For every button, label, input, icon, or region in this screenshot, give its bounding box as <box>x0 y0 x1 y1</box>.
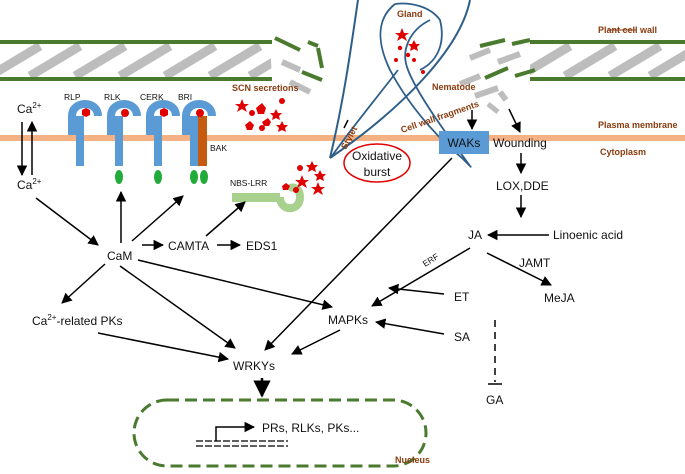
effector-particles <box>282 161 326 195</box>
cam-to-bri-arrow <box>131 195 184 242</box>
ja-label: JA <box>468 228 482 242</box>
waks-label: WAKs <box>448 136 481 150</box>
cam-to-capks-arrow <box>61 263 106 304</box>
gene-dna <box>196 421 288 447</box>
camta-to-nbslrr-arrow <box>205 201 246 237</box>
target-genes-label: PRs, RLKs, PKs... <box>262 421 359 435</box>
scn-secretion-particles <box>235 98 288 132</box>
plant-cell-wall <box>0 36 685 114</box>
et-label: ET <box>454 290 470 304</box>
plasma-membrane <box>0 135 685 141</box>
wounding-label: Wounding <box>493 136 547 150</box>
cam-to-wrkys-arrow <box>119 265 236 349</box>
nbs-lrr-label: NBS-LRR <box>230 178 267 188</box>
et-arrow <box>387 283 445 295</box>
waks-box <box>439 131 489 154</box>
meja-label: MeJA <box>544 291 575 305</box>
receptor-rlk <box>107 100 141 184</box>
cytoplasm-label: Cytoplasm <box>600 147 646 157</box>
nbs-lrr-protein <box>232 183 305 213</box>
ca-bottom-label: Ca2+ <box>17 177 42 192</box>
scn-secretions-label: SCN secretions <box>232 83 299 93</box>
cam-to-mapks-arrow <box>137 259 334 310</box>
jamt-label: JAMT <box>519 256 551 270</box>
rlp-label: RLP <box>64 92 81 102</box>
nucleus-label: Nucleus <box>395 455 430 465</box>
ga-label: GA <box>486 393 503 407</box>
cam-label: CaM <box>107 249 132 263</box>
ca-top-label: Ca2+ <box>17 101 42 116</box>
eds1-label: EDS1 <box>246 239 278 253</box>
plant-cell-wall-label: Plant cell wall <box>598 25 657 35</box>
waks-to-wrkys-arrow <box>264 157 453 351</box>
mapks-label: MAPKs <box>328 313 368 327</box>
camta-label: CAMTA <box>168 239 209 253</box>
cerk-label: CERK <box>140 92 164 102</box>
receptor-bri-bak <box>182 100 216 184</box>
oxidative-burst-ellipse <box>343 143 411 183</box>
nucleus <box>132 398 428 468</box>
oxidative-burst-label-2: burst <box>364 165 391 179</box>
ca-pks-label: Ca2+-related PKs <box>32 313 123 328</box>
mapks-to-wrkys-arrow <box>291 329 341 355</box>
sa-arrow <box>374 318 445 335</box>
ca-to-cam-arrow <box>35 197 99 246</box>
receptor-cerk <box>146 100 180 184</box>
wrkys-label: WRKYs <box>233 359 275 373</box>
erf-label: ERF <box>421 251 441 268</box>
sa-label: SA <box>454 330 470 344</box>
ja-to-meja-arrow <box>486 252 552 286</box>
ja-to-mapks-arrow <box>371 247 471 307</box>
nematode-label: Nematode <box>432 82 476 92</box>
oxidative-burst-label-1: Oxidative <box>352 149 402 163</box>
gland-label: Gland <box>397 9 423 19</box>
capks-to-wrkys-arrow <box>97 332 230 363</box>
fragments-to-wounding-arrow <box>508 108 521 133</box>
rlk-label: RLK <box>104 92 121 102</box>
receptor-rlp <box>68 100 102 166</box>
bak-label: BAK <box>210 143 227 153</box>
lox-dde-label: LOX,DDE <box>496 179 549 193</box>
linoenic-acid-label: Linoenic acid <box>553 228 623 242</box>
plasma-membrane-label: Plasma membrane <box>598 120 678 130</box>
nematode <box>329 0 472 168</box>
bri-label: BRI <box>178 92 192 102</box>
